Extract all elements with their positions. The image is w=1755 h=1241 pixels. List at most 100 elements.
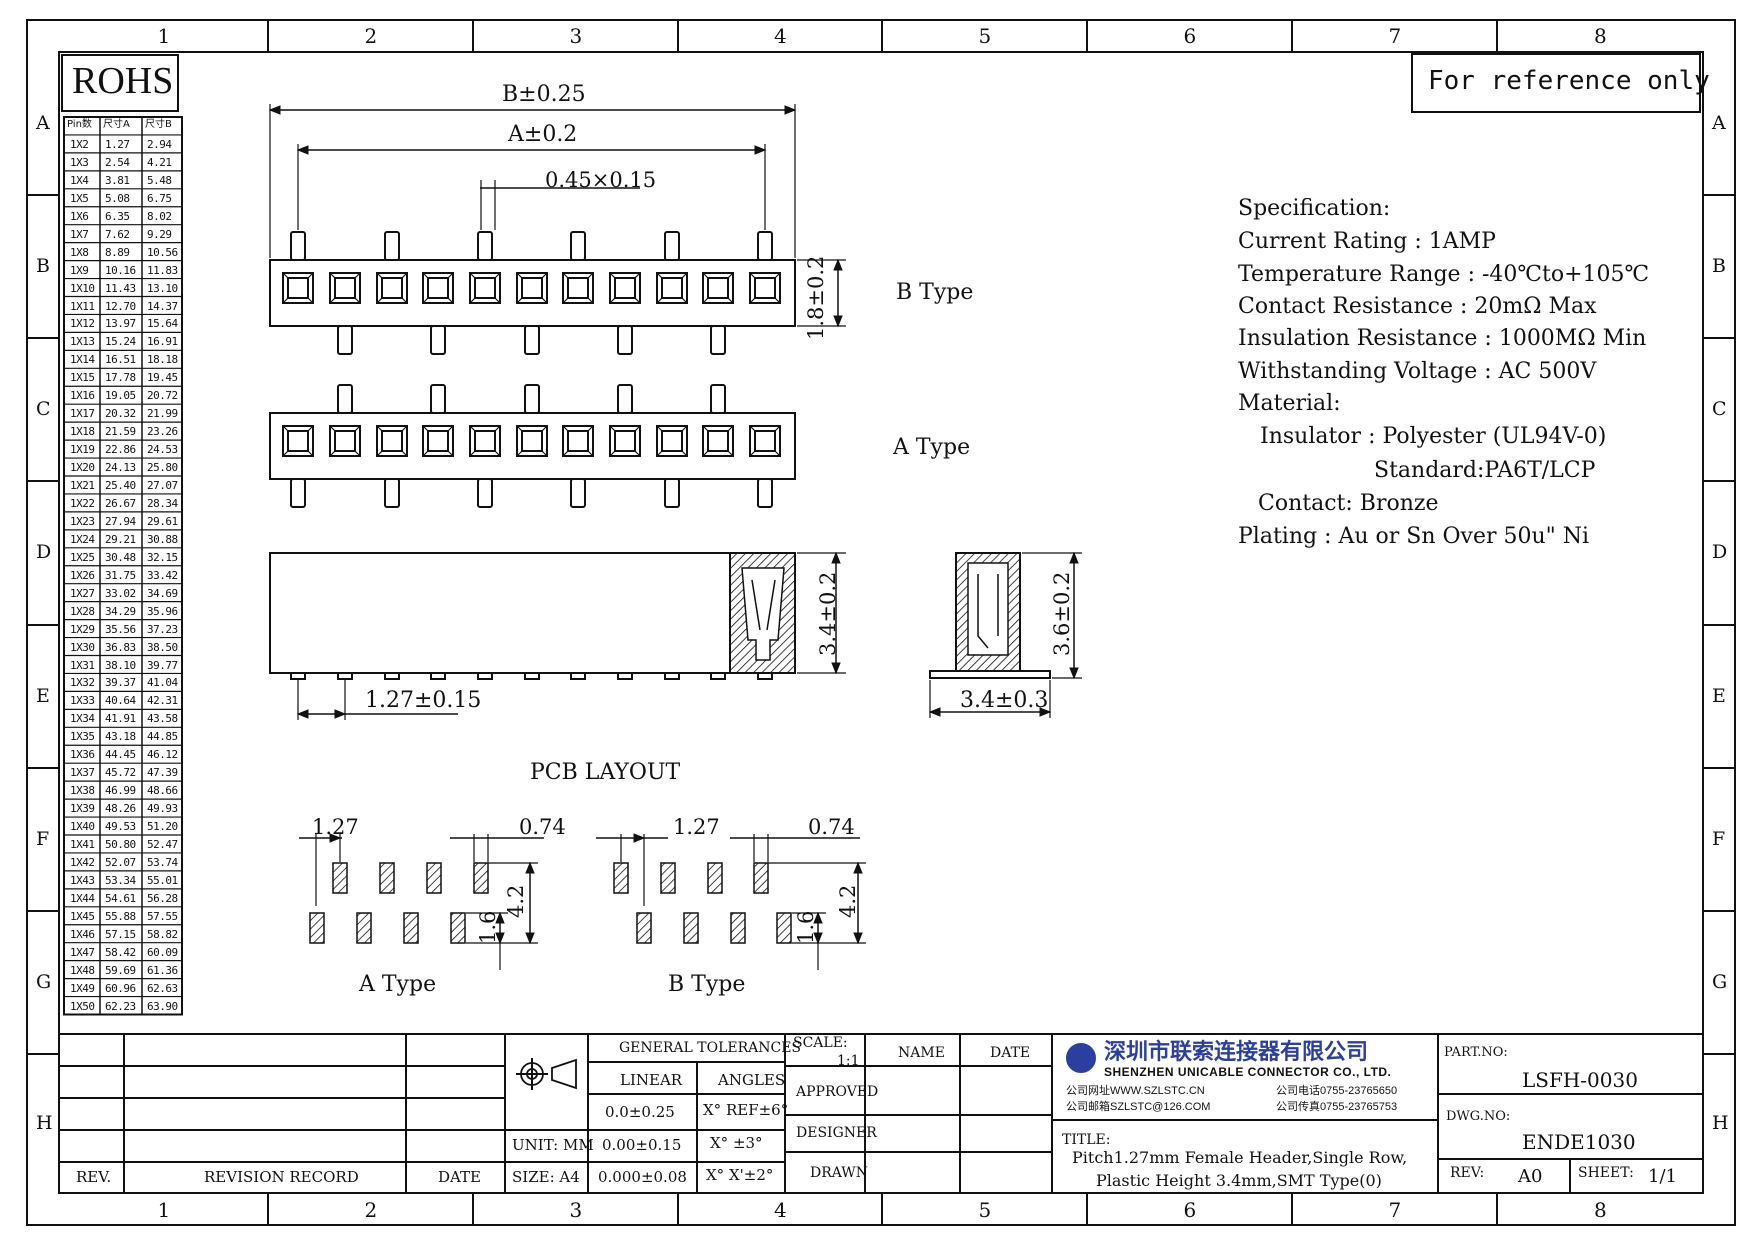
dwg-no-value: ENDE1030	[1522, 1130, 1636, 1154]
pin-table-cell: 32.15	[147, 550, 178, 564]
pin-table-cell: 38.50	[147, 640, 178, 654]
pcb-pad-b-top	[753, 862, 769, 894]
pin-table-cell: 1X15	[70, 371, 95, 385]
name-header: NAME	[898, 1045, 945, 1061]
contact-inner	[474, 430, 496, 452]
pin-table-cell: 1.27	[105, 137, 130, 151]
arrow	[334, 709, 347, 719]
pin-table-cell: 10.16	[105, 263, 136, 277]
pin-table-cell: 1X28	[70, 604, 95, 618]
contact-inner	[754, 277, 776, 299]
column-label: 3	[569, 24, 583, 48]
pin-table-cell: 5.48	[147, 173, 172, 187]
contact-corner	[307, 272, 314, 279]
contact-inner	[567, 277, 589, 299]
pin-table-cell: 51.20	[147, 820, 178, 834]
pin-table-cell: 11.43	[105, 281, 136, 295]
contact-corner	[634, 272, 641, 279]
contact-corner	[307, 425, 314, 432]
pin-table-cell: 22.86	[105, 443, 136, 457]
contact-corner	[307, 297, 314, 304]
contact-outer	[749, 272, 781, 304]
size-value: SIZE: A4	[512, 1168, 580, 1186]
contact-corner	[702, 450, 709, 457]
pcb-pad-b-top	[613, 862, 629, 894]
contact-outer	[282, 425, 314, 457]
pin-table-cell: 1X3	[70, 155, 89, 169]
pin-table-cell: 1X19	[70, 443, 95, 457]
contact-outer	[609, 425, 641, 457]
pin-table-cell: 4.21	[147, 155, 172, 169]
header-body-a-type	[269, 412, 796, 480]
pcb-b-pad-length: 1.6	[794, 910, 818, 944]
contact-outer	[656, 272, 688, 304]
contact-corner	[354, 297, 361, 304]
pin-table-cell: 1X5	[70, 191, 89, 205]
contact-corner	[376, 425, 383, 432]
header-body-b-type	[269, 259, 796, 327]
end-view-cavity	[967, 562, 1009, 656]
pin-table-cell: 1X42	[70, 855, 95, 869]
contact-outer	[422, 425, 454, 457]
rohs-mark: ROHS	[72, 60, 174, 102]
pin-tail-bottom	[337, 325, 353, 355]
date-header-2: DATE	[990, 1045, 1031, 1061]
pin-tail-bottom	[617, 325, 633, 355]
contact-outer	[329, 272, 361, 304]
contact-corner	[422, 450, 429, 457]
pin-table-cell: 1X49	[70, 981, 95, 995]
pin-tail-top	[757, 231, 773, 261]
contact-corner	[494, 425, 501, 432]
smt-foot	[617, 672, 633, 680]
contact-outer	[469, 425, 501, 457]
pin-table-cell: 41.04	[147, 676, 178, 690]
smt-foot	[570, 672, 586, 680]
arrow	[1069, 551, 1079, 564]
pin-table-cell: 1X12	[70, 317, 95, 331]
row-label: B	[1712, 254, 1726, 277]
pin-table-cell: 16.91	[147, 335, 178, 349]
pin-table-cell: 52.47	[147, 838, 178, 851]
contact-corner	[447, 272, 454, 279]
contact-corner	[541, 297, 548, 304]
contact-inner	[521, 430, 543, 452]
pin-table-header: 尺寸B	[145, 119, 172, 130]
arrow	[928, 707, 941, 717]
column-label: 5	[978, 24, 992, 48]
pin-table-cell: 58.42	[105, 945, 136, 959]
contact-corner	[609, 297, 616, 304]
pin-table-cell: 1X18	[70, 425, 95, 439]
pin-tail-top	[617, 384, 633, 414]
contact-outer	[609, 272, 641, 304]
contact-corner	[656, 272, 663, 279]
contact-corner	[774, 297, 781, 304]
pin-table-cell: 21.59	[105, 425, 136, 439]
contact-corner	[562, 272, 569, 279]
pcb-pad-a-top	[426, 862, 442, 894]
pin-table-cell: 15.64	[147, 317, 178, 331]
contact-corner	[494, 297, 501, 304]
pin-table-cell: 57.55	[147, 909, 178, 923]
pin-table-cell: 48.66	[147, 784, 178, 798]
pin-tail-top	[290, 231, 306, 261]
arrow	[495, 911, 505, 924]
contact-corner	[774, 272, 781, 279]
column-label: 8	[1594, 24, 1607, 48]
spec-line: Specification:	[1238, 196, 1391, 221]
company-email: 公司邮箱SZLSTC@126.COM	[1066, 1101, 1211, 1113]
angle-tol-3: X° X'±2°	[706, 1166, 774, 1184]
row-label: A	[36, 111, 50, 134]
pin-table-cell: 1X44	[70, 891, 95, 905]
arrow	[833, 258, 843, 271]
smt-foot	[524, 672, 540, 680]
rev-header: REV.	[76, 1168, 112, 1186]
pin-table-cell: 8.02	[147, 209, 172, 223]
pin-table-cell: 29.21	[105, 532, 136, 546]
pin-tail-bottom	[384, 478, 400, 508]
contact-corner	[516, 450, 523, 457]
row-label: E	[1712, 684, 1726, 707]
pin-table-cell: 60.96	[105, 981, 136, 995]
contact-inner	[707, 277, 729, 299]
contact-corner	[354, 450, 361, 457]
dim-a-tolerance: A±0.2	[508, 122, 578, 147]
